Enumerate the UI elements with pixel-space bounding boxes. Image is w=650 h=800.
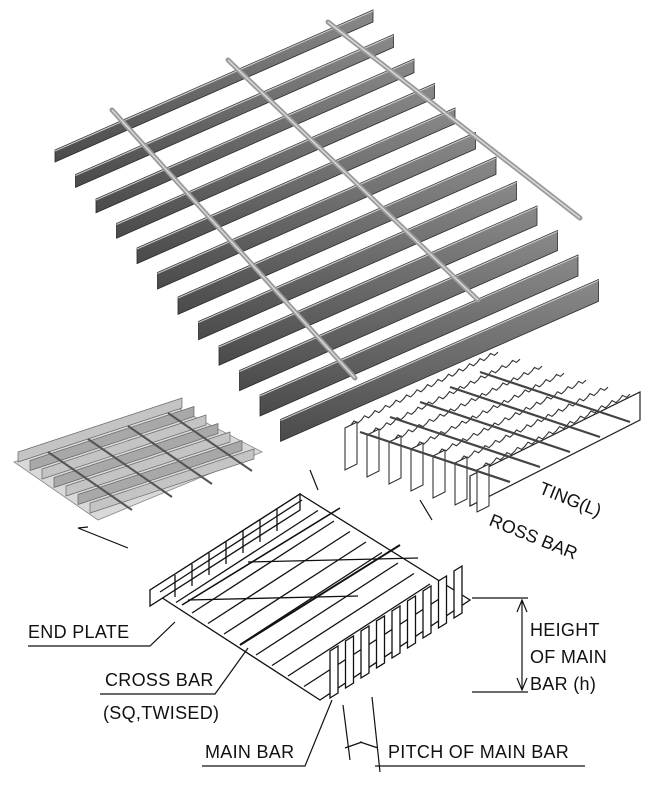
drawing-bar-end-face — [406, 594, 417, 650]
drawing-bar-end-face — [360, 624, 370, 680]
serrated-cross-rod — [479, 370, 631, 424]
main-bar-label: MAIN BAR — [205, 742, 295, 762]
drawing-cross-bar — [181, 507, 341, 606]
drawing-bar-end-face — [375, 614, 386, 670]
bearing-bar — [54, 9, 374, 163]
cross-bar-label: CROSS BAR — [105, 670, 214, 690]
cross-bar-leader — [100, 647, 249, 695]
serrated-cross-rod — [419, 400, 571, 454]
end-plate-label: END PLATE — [28, 622, 130, 642]
bearing-bar — [75, 33, 394, 189]
drawing-bearing-bar — [207, 530, 351, 625]
drawing-cross-bar — [239, 544, 401, 646]
bearing-bar — [198, 180, 517, 341]
serrated-bar-top — [372, 358, 521, 433]
serrated-bar-end — [388, 435, 402, 485]
small-bearing-bar — [77, 440, 243, 505]
small-bearing-bar — [89, 448, 255, 514]
drawing-bearing-bar — [191, 520, 335, 614]
serrated-end-plate — [469, 391, 641, 507]
drawing-bar-end-face — [329, 644, 339, 700]
drawing-bar-end-face — [422, 584, 432, 640]
drawing-bearing-bar — [287, 583, 431, 677]
bearing-bar — [259, 254, 579, 417]
cross-bar-type-label: (SQ,TWISED) — [103, 703, 220, 723]
drawing-bearing-bar — [271, 572, 415, 667]
serrated-bar-top — [416, 372, 565, 447]
bearing-bar — [95, 58, 415, 214]
serrated-cross-rod — [449, 385, 601, 439]
serrated-bar-end — [344, 421, 358, 471]
serrated-bar-top — [350, 351, 499, 426]
serrated-bar-end — [366, 428, 380, 478]
height-label-line2: OF MAIN — [530, 647, 608, 667]
drawing-bearing-bar — [255, 562, 399, 656]
end-plate-leader — [28, 621, 176, 647]
serrated-bar-end — [454, 456, 468, 506]
serrated-bar-end — [432, 449, 446, 499]
serrated-bar-top — [394, 365, 543, 440]
small-cross-bar — [87, 438, 173, 498]
serrated-cross-rod — [359, 430, 511, 484]
serrated-bar-end — [476, 463, 490, 513]
small-cross-bar — [127, 425, 213, 485]
small-cross-bar — [47, 451, 133, 511]
bearing-bar — [280, 278, 599, 443]
drawing-bar-end-face — [453, 564, 463, 620]
serrated-bar-top — [438, 379, 587, 454]
drawing-bar-end-face — [391, 604, 401, 660]
main-bar-leader — [202, 699, 333, 767]
small-cross-bar — [167, 412, 253, 472]
serrated-bar-top — [460, 386, 609, 461]
serrated-bar-end — [410, 442, 424, 492]
height-label-line1: HEIGHT — [530, 620, 600, 640]
drawing-bar-end-face — [344, 634, 355, 690]
drawing-bar-end-face — [437, 574, 448, 630]
drawing-bearing-bar — [175, 509, 319, 604]
serrated-bar-top — [482, 393, 631, 468]
drawing-bearing-bar — [303, 593, 447, 688]
pitch-of-main-bar-label: PITCH OF MAIN BAR — [388, 742, 570, 762]
small-bearing-bar — [17, 397, 183, 463]
bearing-bar — [177, 156, 497, 316]
height-label-line3: BAR (h) — [530, 674, 597, 694]
serrated-cross-rod — [389, 415, 541, 469]
small-bearing-bar — [65, 431, 231, 497]
drawing-bearing-bar — [159, 499, 303, 593]
drawing-bearing-bar — [223, 541, 367, 635]
